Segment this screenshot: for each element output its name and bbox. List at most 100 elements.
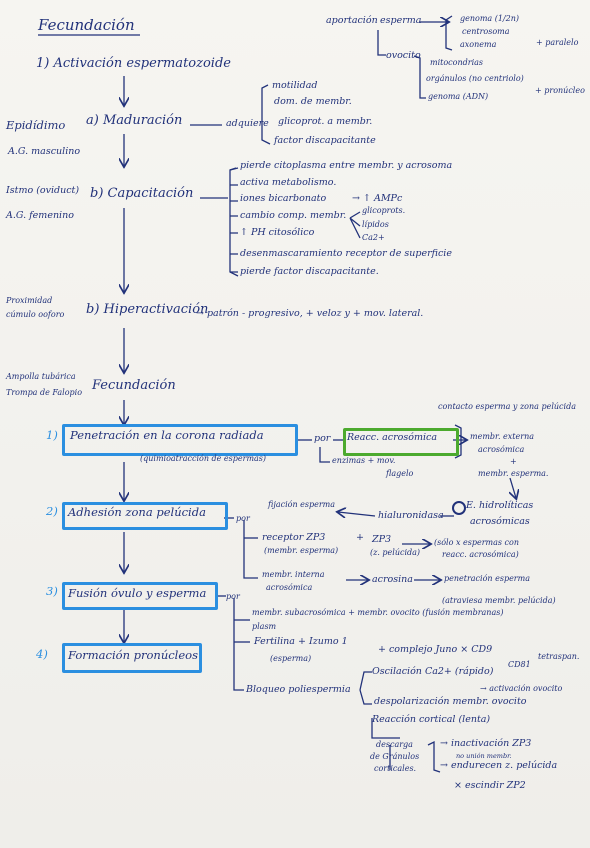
fijacion-label: fijación esperma — [268, 500, 336, 509]
penetracion-membr-1: membr. externa — [470, 432, 534, 441]
ovocito-label: ovocito — [386, 50, 421, 61]
capacitacion-item-6: desenmascaramiento receptor de superfici… — [240, 248, 452, 259]
ag-femenino-label: A.G. femenino — [6, 210, 74, 221]
descarga-2: de Gránulos — [370, 752, 420, 761]
reaccion-cortical-label: Reacción cortical (lenta) — [372, 714, 491, 725]
penetracion-esperma-1: penetración esperma — [444, 574, 530, 583]
ag-masculino-label: A.G. masculino — [8, 146, 81, 157]
comp-item-2: lípidos — [362, 220, 389, 229]
fecundacion-heading: Fecundación — [92, 378, 176, 393]
cumulo-label: cúmulo ooforo — [6, 310, 65, 319]
reaccion-acrosomica-box — [343, 428, 459, 456]
step-1-label: Penetración en la corona radiada — [70, 428, 264, 442]
inactivacion-label: → inactivación ZP3 — [440, 738, 532, 749]
contacto-note: contacto esperma y zona pelúcida — [438, 402, 576, 411]
step-1-number: 1) — [46, 428, 58, 442]
capacitacion-item-2: activa metabolismo. — [240, 177, 337, 188]
step-3-box — [62, 582, 218, 610]
step-1-sub: (quimioatracción de espermas) — [140, 454, 267, 463]
ampc-result: → ↑ AMPc — [352, 193, 403, 204]
penetracion-membr-4: membr. esperma. — [478, 469, 549, 478]
proximidad-label: Proximidad — [6, 296, 53, 305]
capacitacion-item-3: iones bicarbonato — [240, 193, 327, 204]
flagelo-label: flagelo — [386, 469, 414, 478]
esperma-item-2: centrosoma — [462, 27, 510, 36]
istmo-label: Istmo (oviduct) — [6, 185, 80, 196]
esperma-sign: + paralelo — [536, 38, 579, 47]
esperma-item-3: axonema — [460, 40, 497, 49]
fusion-por: por — [226, 592, 240, 601]
complejo-label: + complejo Juno × CD9 — [378, 644, 493, 655]
maduracion-item-4: factor discapacitante — [274, 135, 376, 146]
enzimas-label: enzimas + mov. — [332, 456, 396, 465]
activacion-heading: 1) Activación espermatozoide — [36, 56, 231, 71]
zp3-plus: + — [356, 532, 364, 543]
despolarizacion-label: despolarización membr. ovocito — [374, 696, 527, 707]
penetracion-por: por — [314, 433, 331, 444]
zp3-note: (z. pelúcida) — [370, 548, 421, 557]
step-4-box — [62, 643, 202, 673]
solo-note-1: (sólo x espermas con — [434, 538, 519, 547]
ovocito-item-2: orgánulos (no centriolo) — [426, 74, 524, 83]
reaccion-acrosomica: Reacc. acrosómica — [347, 432, 437, 443]
hidroliticas-1: E. hidrolíticas — [466, 500, 534, 511]
comp-item-1: glicoprots. — [362, 206, 406, 215]
fertilina-note: (esperma) — [270, 654, 312, 663]
fusion-line-1: membr. subacrosómica + membr. ovocito (f… — [252, 608, 504, 617]
adquiere-verb: adquiere — [226, 118, 269, 129]
acrosina-label: acrosina — [372, 574, 413, 585]
receptor-note: (membr. esperma) — [264, 546, 339, 555]
membr-interna-1: membr. interna — [262, 570, 325, 579]
step-2-box — [62, 502, 228, 530]
maduracion-item-2: dom. de membr. — [274, 96, 352, 107]
trompa-label: Trompa de Falopio — [6, 388, 83, 397]
maduracion-label: a) Maduración — [86, 113, 183, 128]
step-2-label: Adhesión zona pelúcida — [68, 505, 206, 519]
hidroliticas-bullet — [452, 501, 466, 515]
penetracion-membr-2: acrosómica — [478, 445, 525, 454]
step-4-number: 4) — [36, 647, 48, 661]
page-title: Fecundación — [38, 16, 135, 34]
hiperactivacion-label: b) Hiperactivación — [86, 302, 209, 317]
cd81-label: CD81 — [508, 660, 531, 669]
descarga-3: corticales. — [374, 764, 417, 773]
zp3-label: ZP3 — [372, 534, 392, 545]
epididimo-label: Epidídimo — [6, 118, 66, 132]
inactivacion-note: no unión membr. — [456, 752, 512, 760]
hidroliticas-2: acrosómicas — [470, 516, 530, 527]
capacitacion-item-4: cambio comp. membr. — [240, 210, 347, 221]
maduracion-item-1: motilidad — [272, 80, 318, 91]
receptor-zp3: receptor ZP3 — [262, 532, 326, 543]
step-4-label: Formación pronúcleos — [68, 648, 198, 662]
capacitacion-label: b) Capacitación — [90, 186, 194, 201]
capacitacion-item-7: pierde factor discapacitante. — [240, 266, 379, 277]
hialuronidasa-label: hialuronidasa — [378, 510, 444, 521]
capacitacion-item-5: ↑ PH citosólico — [240, 227, 315, 238]
step-2-number: 2) — [46, 504, 58, 518]
step-1-box — [62, 424, 298, 456]
penetracion-esperma-2: (atraviesa membr. pelúcida) — [442, 596, 556, 605]
adhesion-por: por — [236, 514, 250, 523]
ovocito-sign: + pronúcleo — [535, 86, 585, 95]
descarga-1: descarga — [376, 740, 413, 749]
ovocito-item-1: mitocondrias — [430, 58, 484, 67]
oscilacion-label: Oscilación Ca2+ (rápido) — [372, 666, 494, 677]
activacion-label: → activación ovocito — [480, 684, 563, 693]
maduracion-item-3: glicoprot. a membr. — [278, 116, 373, 127]
plasm-label: plasm — [252, 622, 277, 631]
escindir-label: × escindir ZP2 — [454, 780, 526, 791]
aportacion-label: aportación — [326, 15, 378, 26]
esperma-item-1: genoma (1/2n) — [460, 14, 519, 23]
capacitacion-item-1: pierde citoplasma entre membr. y acrosom… — [240, 160, 453, 171]
esperma-label: esperma — [380, 15, 422, 26]
ampolla-label: Ampolla tubárica — [6, 372, 76, 381]
tetraspan-label: tetraspan. — [538, 652, 580, 661]
fertilina-label: Fertilina + Izumo 1 — [254, 636, 348, 647]
penetracion-membr-3: + — [510, 457, 517, 466]
endurecen-label: → endurecen z. pelúcida — [440, 760, 558, 771]
step-3-number: 3) — [46, 584, 58, 598]
step-3-label: Fusión óvulo y esperma — [68, 586, 207, 600]
comp-item-3: Ca2+ — [362, 233, 385, 242]
ovocito-item-3: genoma (ADN) — [428, 92, 489, 101]
